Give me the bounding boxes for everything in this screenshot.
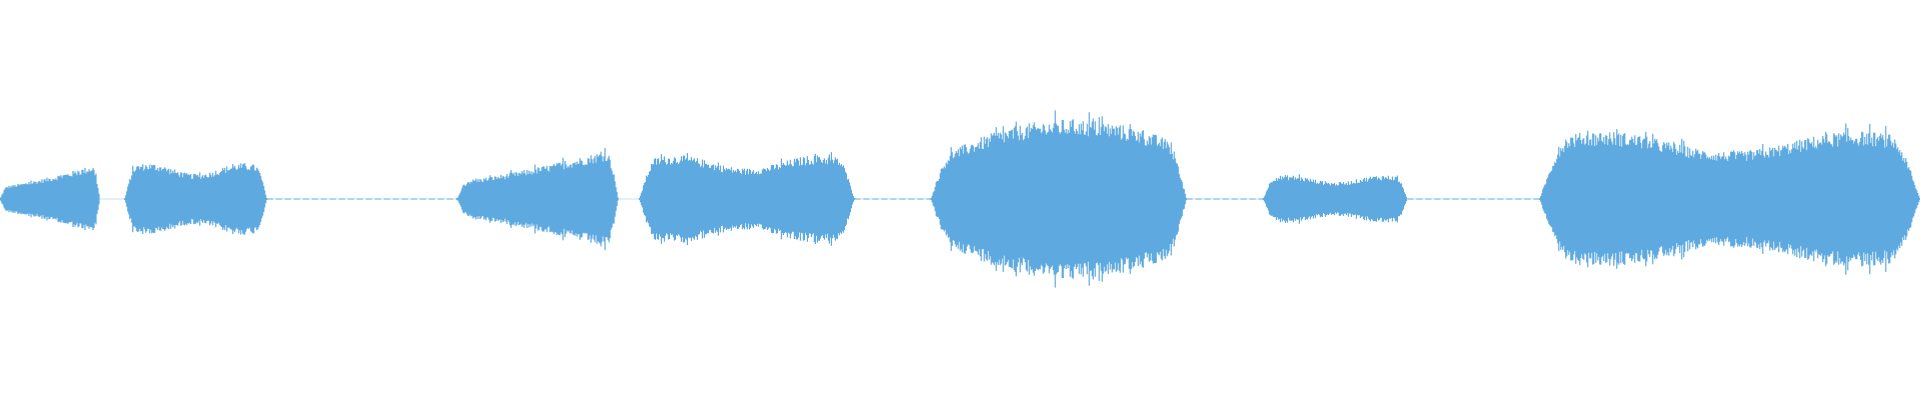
waveform-segment — [1262, 174, 1407, 224]
waveform-segment — [456, 148, 619, 250]
waveform-bars — [1539, 123, 1920, 275]
waveform-bars — [638, 152, 855, 246]
waveform-segment — [638, 152, 855, 246]
waveform-bars — [0, 167, 100, 231]
waveform-segment — [930, 110, 1187, 288]
waveform-bars — [124, 163, 268, 235]
waveform-bars — [456, 148, 619, 250]
waveform-segment — [0, 167, 100, 231]
waveform-bars — [930, 110, 1187, 288]
waveform-segment — [124, 163, 268, 235]
waveform-segment — [1539, 123, 1920, 275]
segment-layer — [0, 110, 1920, 288]
waveform-bars — [1262, 174, 1407, 224]
